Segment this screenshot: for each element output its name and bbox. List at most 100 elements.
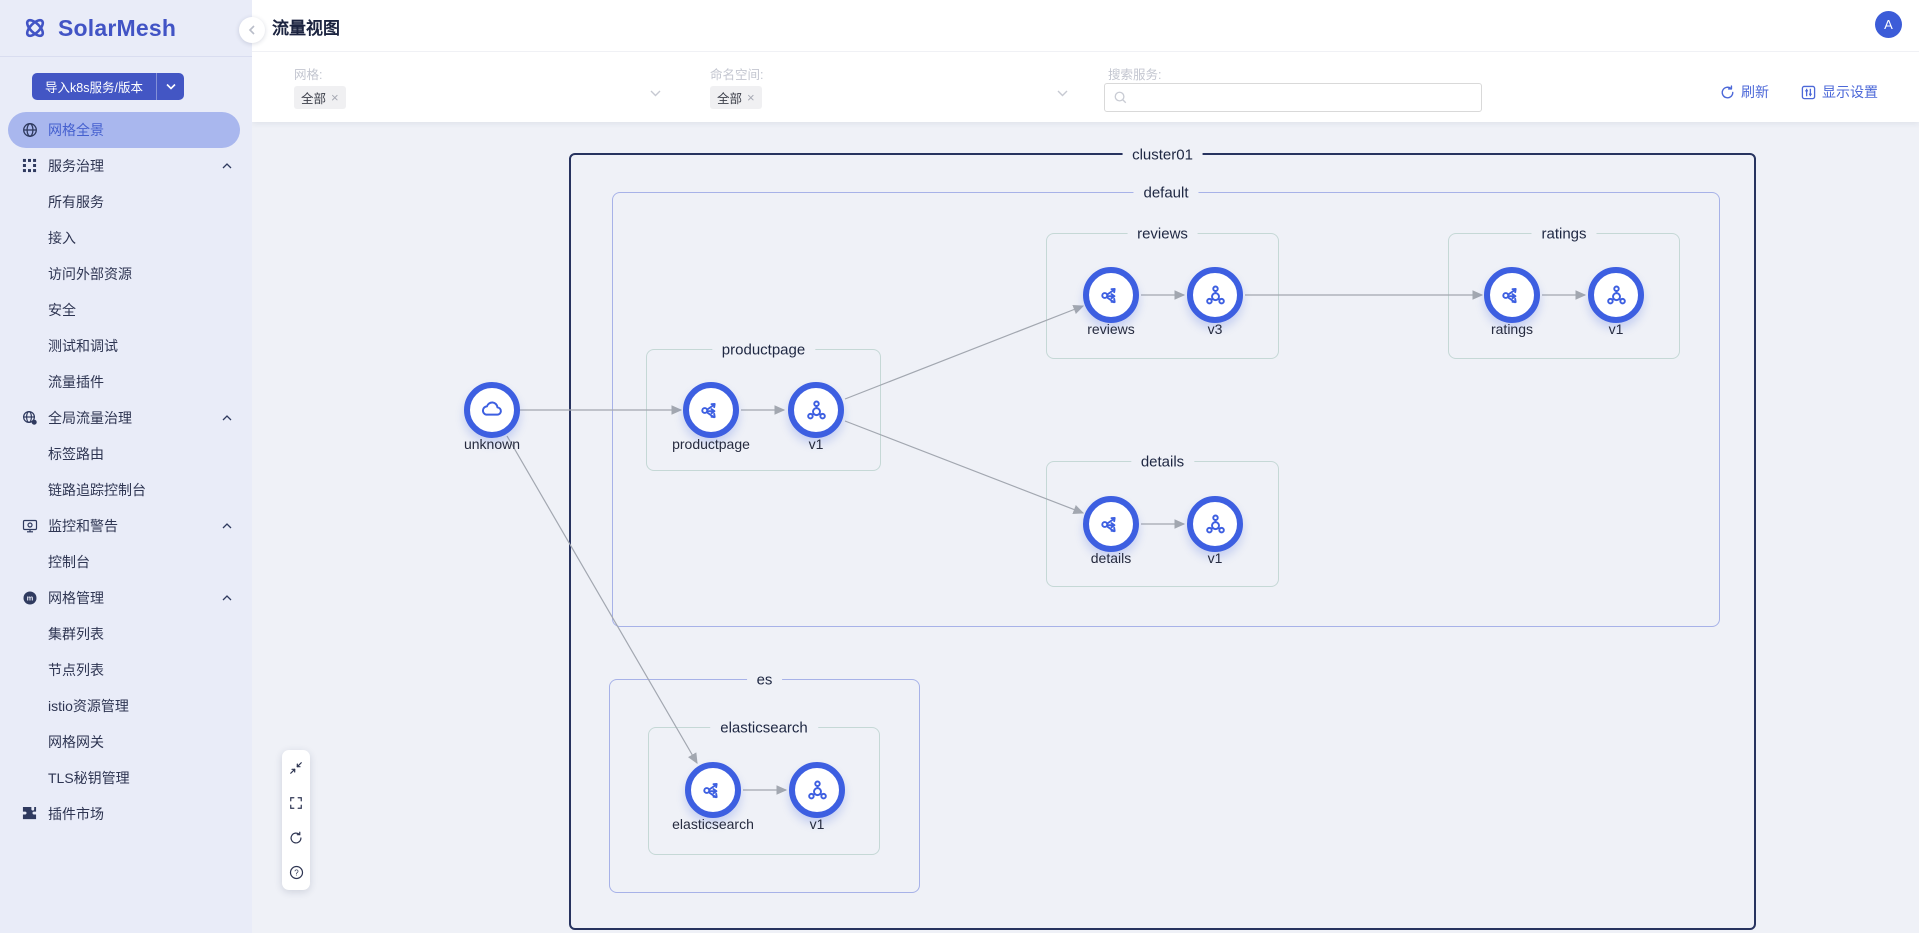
sidebar-item-tls-secrets[interactable]: TLS秘钥管理 bbox=[48, 770, 130, 786]
node-ratings-v1[interactable] bbox=[1588, 267, 1644, 323]
topology-canvas[interactable]: cluster01 default productpage reviews ra… bbox=[252, 122, 1919, 933]
import-k8s-button-label[interactable]: 导入k8s服务/版本 bbox=[32, 73, 157, 100]
sidebar-group-mesh-management[interactable]: m 网格管理 bbox=[0, 580, 252, 616]
node-label: v3 bbox=[1207, 321, 1223, 337]
node-label: productpage bbox=[672, 436, 750, 452]
svg-text:?: ? bbox=[294, 868, 299, 877]
service-icon bbox=[1501, 287, 1517, 303]
sidebar-item-mesh-gateway[interactable]: 网格网关 bbox=[48, 734, 104, 750]
node-reviews-v3[interactable] bbox=[1187, 267, 1243, 323]
service-icon bbox=[1100, 516, 1116, 532]
monitor-alert-icon bbox=[22, 518, 38, 534]
logo: SolarMesh bbox=[0, 0, 252, 56]
group-label: elasticsearch bbox=[710, 719, 818, 737]
namespace-label: es bbox=[746, 671, 783, 689]
plugin-icon bbox=[22, 806, 38, 822]
sidebar-item-mesh-overview[interactable]: 网格全景 bbox=[8, 112, 240, 148]
group-box-ratings[interactable]: ratings bbox=[1448, 225, 1680, 359]
group-box-details[interactable]: details bbox=[1046, 453, 1279, 587]
reload-icon[interactable] bbox=[282, 820, 310, 855]
import-k8s-button[interactable]: 导入k8s服务/版本 bbox=[32, 73, 184, 100]
sidebar-item-console[interactable]: 控制台 bbox=[48, 554, 90, 570]
chevron-up-icon bbox=[222, 163, 232, 169]
mesh-filter-select[interactable]: 全部 × bbox=[294, 85, 346, 109]
sidebar-item-test-debug[interactable]: 测试和调试 bbox=[48, 338, 118, 354]
namespace-label: default bbox=[1133, 184, 1199, 202]
filterbar-actions: 刷新 显示设置 bbox=[1720, 82, 1878, 102]
refresh-button[interactable]: 刷新 bbox=[1720, 82, 1769, 102]
sidebar-item-traffic-plugins[interactable]: 流量插件 bbox=[48, 374, 104, 390]
sidebar-item-all-services[interactable]: 所有服务 bbox=[48, 194, 104, 210]
sidebar-group-monitoring-alerts[interactable]: 监控和警告 bbox=[0, 508, 252, 544]
version-icon bbox=[1205, 285, 1225, 304]
node-details-v1[interactable] bbox=[1187, 496, 1243, 552]
group-box-reviews[interactable]: reviews bbox=[1046, 225, 1279, 359]
chevron-down-icon[interactable] bbox=[1057, 90, 1068, 97]
sidebar-item-security[interactable]: 安全 bbox=[48, 302, 76, 318]
sidebar-group-global-traffic[interactable]: 全局流量治理 bbox=[0, 400, 252, 436]
node-ratings[interactable] bbox=[1484, 267, 1540, 323]
solarmesh-logo-icon bbox=[25, 18, 45, 38]
sidebar-item-label-routing[interactable]: 标签路由 bbox=[48, 446, 104, 462]
search-service-label: 搜索服务: bbox=[1108, 68, 1162, 82]
node-label: v1 bbox=[809, 816, 825, 832]
refresh-icon bbox=[1721, 84, 1734, 98]
node-elasticsearch-v1[interactable] bbox=[789, 762, 845, 818]
sidebar-item-access[interactable]: 接入 bbox=[48, 230, 76, 246]
display-settings-icon bbox=[1801, 85, 1816, 99]
top-header: 流量视图 A bbox=[252, 0, 1919, 51]
chevron-up-icon bbox=[222, 415, 232, 421]
refresh-label: 刷新 bbox=[1741, 84, 1769, 100]
search-service-input[interactable] bbox=[1134, 90, 1481, 105]
version-icon bbox=[1205, 514, 1225, 533]
import-dropdown-caret-icon[interactable] bbox=[157, 73, 184, 100]
group-box-elasticsearch[interactable]: elasticsearch bbox=[648, 719, 880, 855]
node-unknown[interactable] bbox=[464, 382, 520, 438]
group-label: reviews bbox=[1127, 225, 1198, 243]
group-box-productpage[interactable]: productpage bbox=[646, 341, 881, 471]
display-settings-label: 显示设置 bbox=[1822, 84, 1878, 100]
chevron-left-icon bbox=[248, 25, 255, 35]
sidebar-item-node-list[interactable]: 节点列表 bbox=[48, 662, 104, 678]
compress-icon[interactable] bbox=[282, 750, 310, 785]
sidebar-item-external-resources[interactable]: 访问外部资源 bbox=[48, 266, 132, 282]
namespace-box-es[interactable]: es bbox=[609, 671, 920, 893]
node-label: ratings bbox=[1490, 321, 1534, 337]
sidebar-group-service-governance[interactable]: 服务治理 bbox=[0, 148, 252, 184]
sidebar: SolarMesh 导入k8s服务/版本 网格全景 bbox=[0, 0, 252, 933]
chevron-down-icon[interactable] bbox=[650, 90, 661, 97]
brand-name: SolarMesh bbox=[58, 14, 177, 41]
cloud-icon bbox=[481, 401, 502, 416]
version-icon bbox=[1606, 285, 1626, 304]
display-settings-button[interactable]: 显示设置 bbox=[1801, 82, 1878, 102]
node-label: v1 bbox=[1207, 550, 1223, 566]
node-reviews[interactable] bbox=[1083, 267, 1139, 323]
node-label: elasticsearch bbox=[672, 816, 754, 832]
node-label: details bbox=[1090, 550, 1132, 566]
sidebar-item-cluster-list[interactable]: 集群列表 bbox=[48, 626, 104, 642]
collapse-sidebar-button[interactable] bbox=[239, 17, 265, 43]
group-label: ratings bbox=[1531, 225, 1597, 243]
mesh-tag-remove-icon[interactable]: × bbox=[331, 89, 339, 105]
node-productpage-v1[interactable] bbox=[788, 382, 844, 438]
sidebar-item-istio-resources[interactable]: istio资源管理 bbox=[48, 698, 129, 714]
node-elasticsearch[interactable] bbox=[685, 762, 741, 818]
cluster-label: cluster01 bbox=[1122, 146, 1203, 164]
node-details[interactable] bbox=[1083, 496, 1139, 552]
services-icon bbox=[22, 158, 38, 174]
sidebar-divider bbox=[0, 56, 252, 57]
filter-bar: 网格: 全部 × 命名空间: 全部 × 搜索服务: 刷新 bbox=[252, 51, 1919, 122]
namespace-filter-select[interactable]: 全部 × bbox=[710, 85, 762, 109]
node-productpage[interactable] bbox=[683, 382, 739, 438]
sidebar-item-plugin-market[interactable]: 插件市场 bbox=[0, 796, 252, 832]
page-title: 流量视图 bbox=[272, 19, 340, 38]
sidebar-group-label: 服务治理 bbox=[48, 158, 104, 174]
sidebar-item-tracing-console[interactable]: 链路追踪控制台 bbox=[48, 482, 146, 498]
avatar[interactable]: A bbox=[1875, 11, 1902, 38]
help-icon[interactable]: ? bbox=[282, 855, 310, 890]
namespace-tag-remove-icon[interactable]: × bbox=[747, 89, 755, 105]
fullscreen-icon[interactable] bbox=[282, 785, 310, 820]
node-label: v1 bbox=[808, 436, 824, 452]
node-label: unknown bbox=[463, 436, 521, 452]
version-icon bbox=[807, 780, 827, 799]
